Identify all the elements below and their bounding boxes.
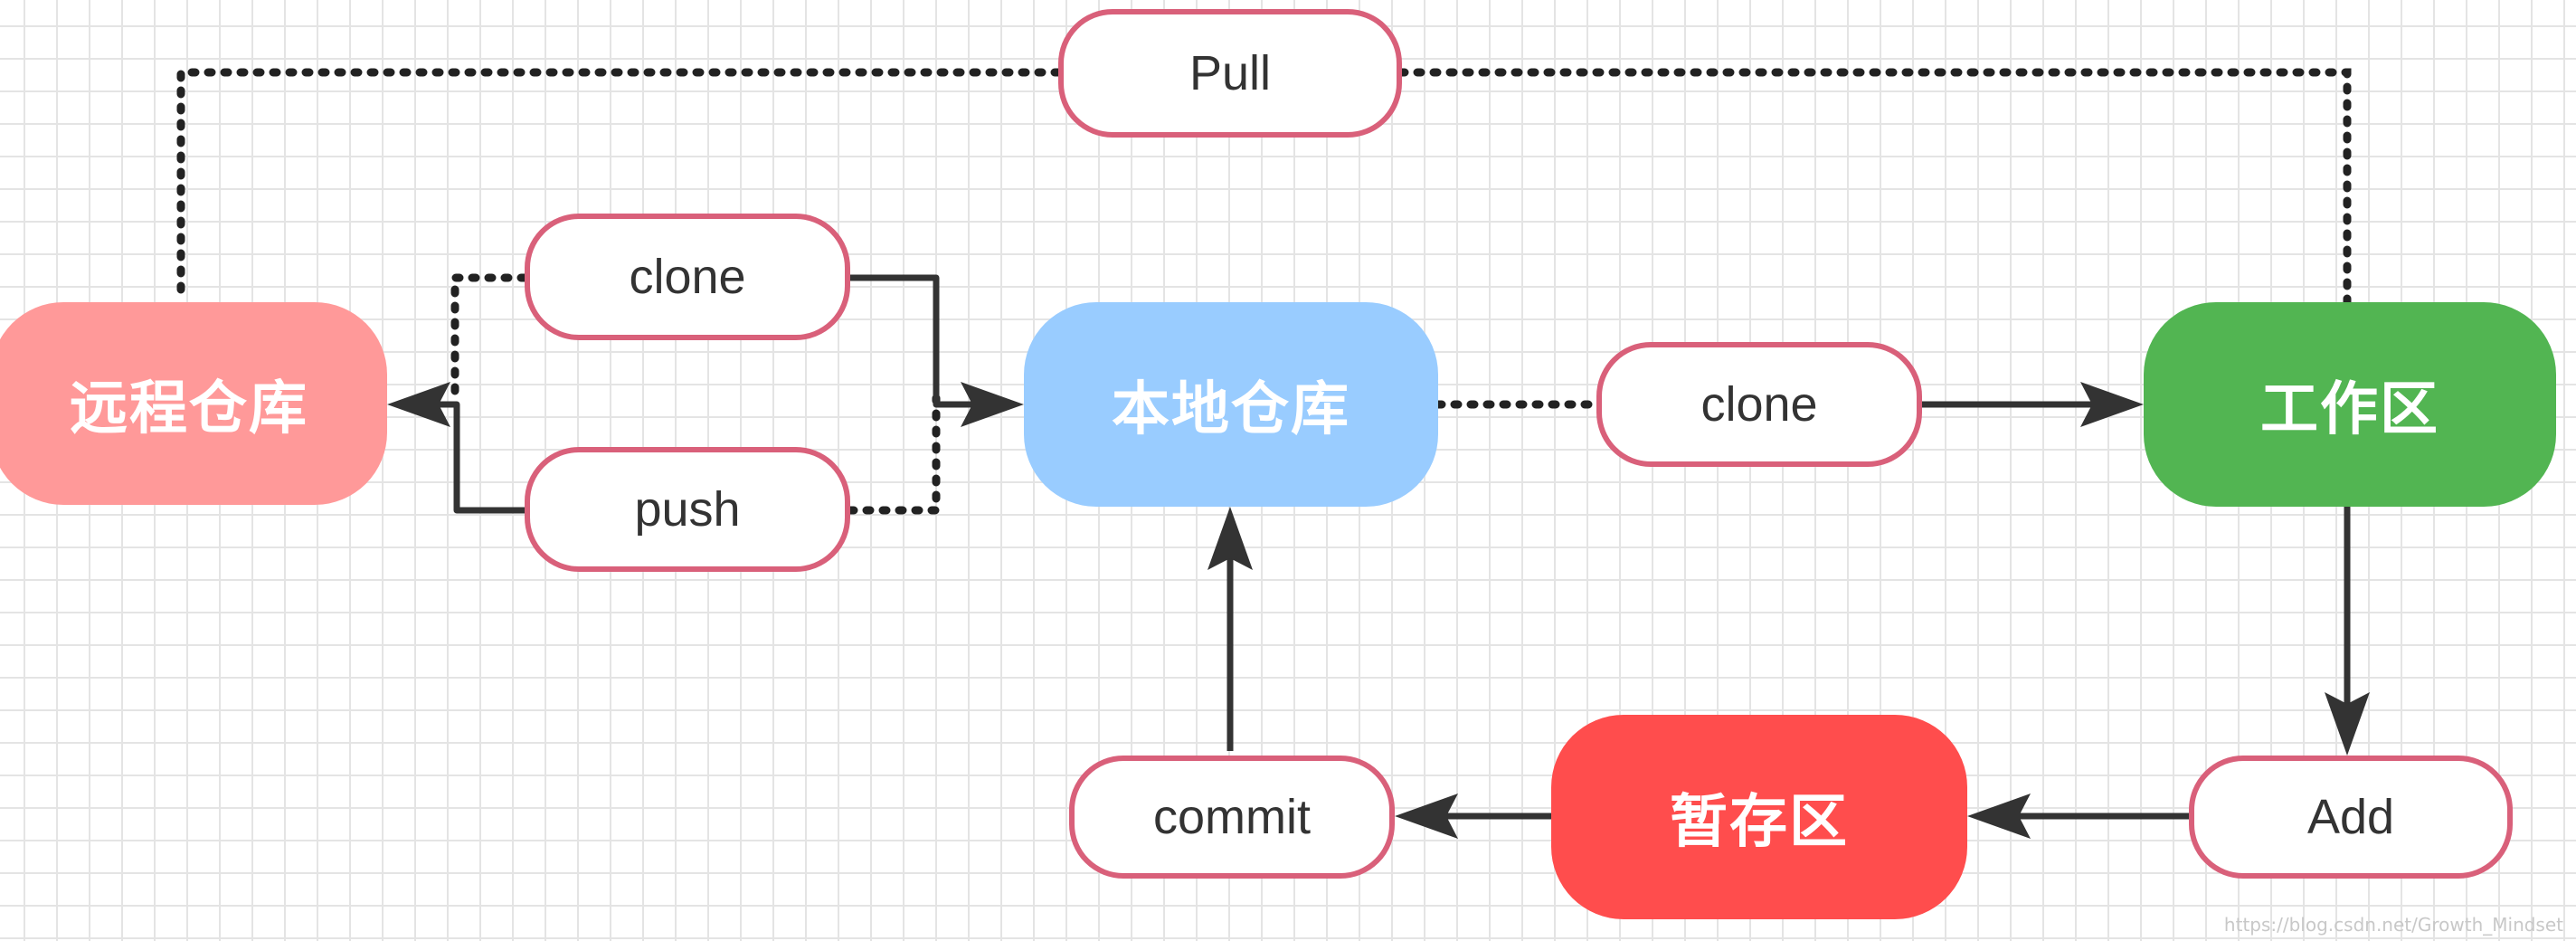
pull-connector-left xyxy=(176,68,1063,307)
add-text: Add xyxy=(2306,790,2395,844)
clone-local-edge-label: clone xyxy=(1596,342,1922,467)
pull-edge-label: Pull xyxy=(1058,9,1402,138)
local-repo-node: 本地仓库 xyxy=(1024,302,1438,507)
clone-remote-dotted xyxy=(450,273,529,398)
push-edge-label: push xyxy=(525,447,850,572)
pull-text: Pull xyxy=(1189,46,1272,100)
push-text: push xyxy=(634,482,741,537)
clone-to-local-connector xyxy=(850,274,977,408)
push-dotted xyxy=(846,394,941,515)
push-to-remote-connector xyxy=(425,401,525,514)
commit-text: commit xyxy=(1153,790,1311,844)
arrowhead-into-commit xyxy=(1395,794,1458,839)
staging-area-label: 暂存区 xyxy=(1670,789,1849,856)
arrowhead-into-local-from-commit xyxy=(1208,507,1253,570)
add-edge-label: Add xyxy=(2189,756,2513,879)
arrowhead-into-staging xyxy=(1967,794,2031,839)
remote-repo-label: 远程仓库 xyxy=(70,375,308,442)
arrowhead-into-remote xyxy=(387,382,450,427)
staging-area-node: 暂存区 xyxy=(1551,715,1967,919)
arrowhead-into-local xyxy=(961,382,1024,427)
remote-repo-node: 远程仓库 xyxy=(0,302,387,505)
clone-remote-text: clone xyxy=(629,250,746,304)
arrowhead-into-add xyxy=(2325,692,2370,756)
clone-local-text: clone xyxy=(1700,377,1818,432)
watermark: https://blog.csdn.net/Growth_Mindset xyxy=(2223,914,2563,936)
commit-edge-label: commit xyxy=(1069,756,1395,879)
working-dir-label: 工作区 xyxy=(2260,376,2439,443)
working-dir-node: 工作区 xyxy=(2144,302,2556,507)
local-repo-label: 本地仓库 xyxy=(1112,376,1350,443)
clone-remote-edge-label: clone xyxy=(525,214,850,340)
arrowhead-into-working xyxy=(2080,382,2144,427)
pull-connector xyxy=(1397,68,2352,307)
